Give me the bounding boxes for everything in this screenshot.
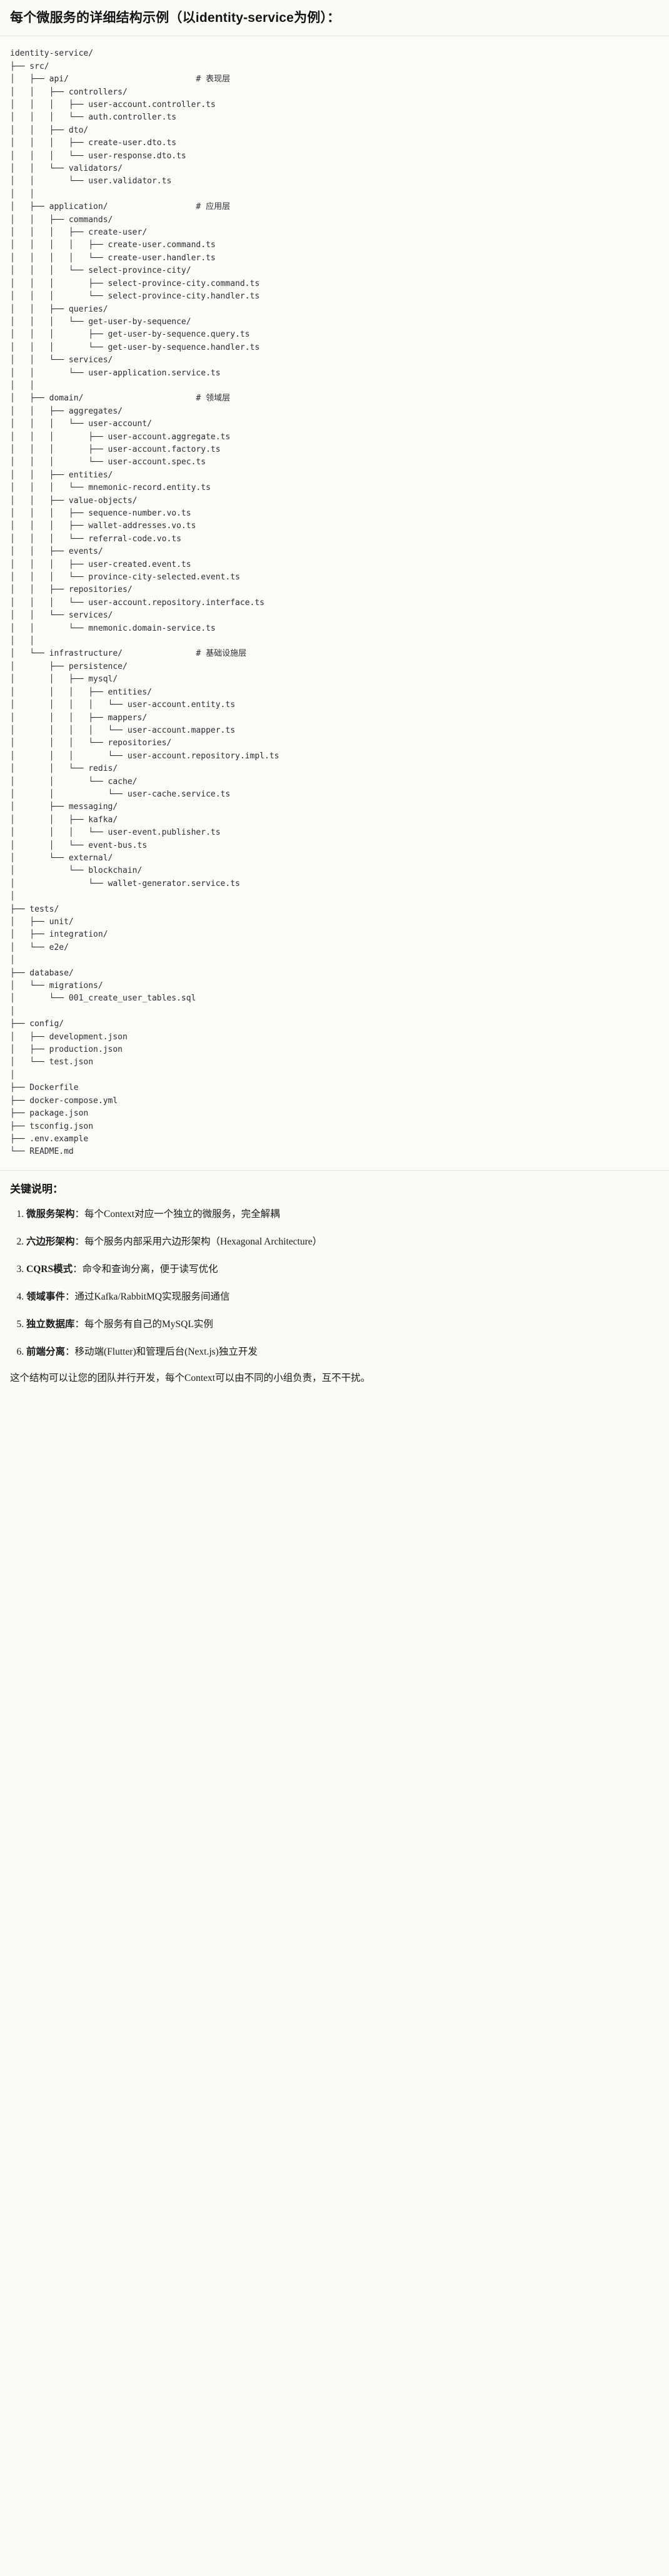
directory-tree: identity-service/ ├── src/ │ ├── api/ # … <box>10 49 279 1157</box>
key-notes-section: 关键说明： 微服务架构：每个Context对应一个独立的微服务，完全解耦 六边形… <box>0 1171 669 1402</box>
note-lead: 独立数据库 <box>26 1318 75 1330</box>
list-item: 六边形架构：每个服务内部采用六边形架构（Hexagonal Architectu… <box>26 1235 659 1250</box>
note-text: ：通过Kafka/RabbitMQ实现服务间通信 <box>65 1291 230 1302</box>
bottom-spacer <box>0 1401 669 1407</box>
note-text: ：命令和查询分离，便于读写优化 <box>73 1263 218 1275</box>
list-item: CQRS模式：命令和查询分离，便于读写优化 <box>26 1262 659 1277</box>
page-title: 每个微服务的详细结构示例（以identity-service为例）： <box>10 11 341 25</box>
note-text: ：移动端(Flutter)和管理后台(Next.js)独立开发 <box>65 1346 258 1357</box>
notes-divider <box>0 1169 669 1171</box>
note-lead: 领域事件 <box>26 1291 66 1302</box>
key-notes-heading: 关键说明： <box>10 1183 63 1195</box>
document-page: 每个微服务的详细结构示例（以identity-service为例）： ident… <box>0 0 669 1407</box>
note-text: ：每个服务有自己的MySQL实例 <box>74 1318 213 1330</box>
list-item: 领域事件：通过Kafka/RabbitMQ实现服务间通信 <box>26 1290 659 1305</box>
closing-paragraph: 这个结构可以让您的团队并行开发，每个Context可以由不同的小组负责，互不干扰… <box>10 1372 371 1383</box>
list-item: 独立数据库：每个服务有自己的MySQL实例 <box>26 1317 659 1332</box>
note-lead: 前端分离 <box>26 1346 66 1357</box>
directory-tree-code-block: identity-service/ ├── src/ │ ├── api/ # … <box>0 36 669 1170</box>
note-lead: 六边形架构 <box>26 1236 75 1247</box>
note-lead: 微服务架构 <box>26 1208 75 1219</box>
key-notes-list: 微服务架构：每个Context对应一个独立的微服务，完全解耦 六边形架构：每个服… <box>10 1207 659 1360</box>
note-text: ：每个Context对应一个独立的微服务，完全解耦 <box>74 1208 280 1219</box>
note-text: ：每个服务内部采用六边形架构（Hexagonal Architecture） <box>74 1236 323 1247</box>
note-lead: CQRS模式 <box>26 1263 73 1275</box>
list-item: 前端分离：移动端(Flutter)和管理后台(Next.js)独立开发 <box>26 1345 659 1360</box>
list-item: 微服务架构：每个Context对应一个独立的微服务，完全解耦 <box>26 1207 659 1222</box>
